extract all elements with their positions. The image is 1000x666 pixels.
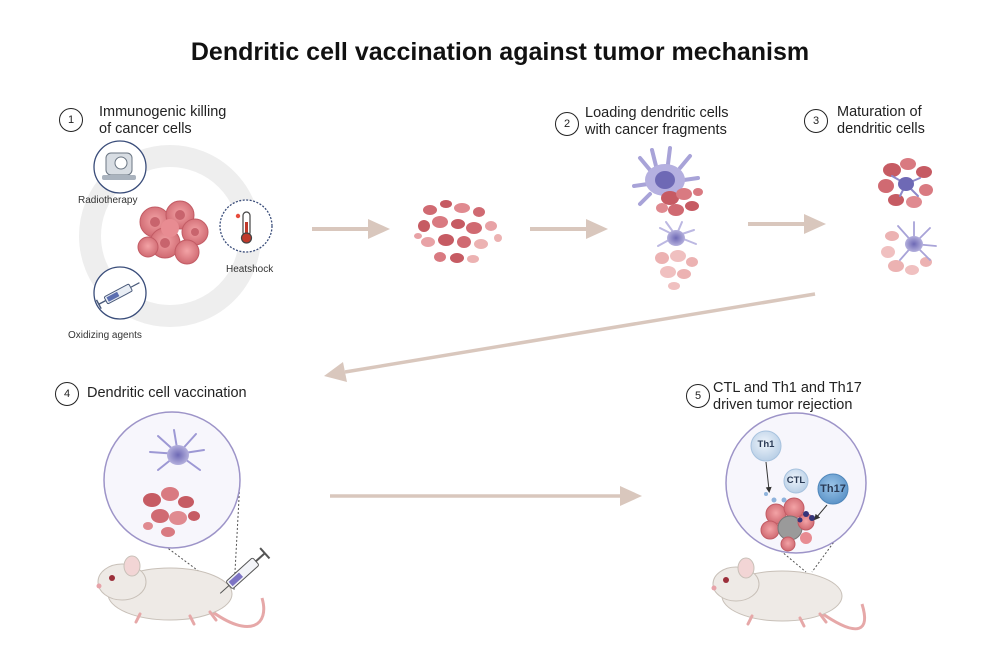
dc-loading-group	[632, 146, 703, 290]
th17-cell-icon	[817, 473, 849, 505]
radiotherapy-machine-icon	[93, 140, 147, 194]
syringe-icon	[93, 266, 147, 320]
step-5-label-line2: driven tumor rejection	[713, 397, 853, 413]
tumor-under-attack-icon	[760, 492, 815, 552]
th17-label: Th17	[820, 483, 846, 495]
flow-arrows	[312, 214, 826, 506]
step-1-label-line2: of cancer cells	[99, 121, 192, 137]
dendritic-cell-icon	[655, 221, 698, 290]
mature-dendritic-cell-light-icon	[881, 221, 937, 275]
step-1-badge: 1	[59, 108, 83, 132]
rejection-zoom-group	[725, 412, 867, 573]
step-1-label: Immunogenic killing of cancer cells	[99, 104, 226, 138]
mouse-recovered-icon	[711, 557, 867, 631]
arrow-step2-to-step3	[748, 214, 826, 234]
arrow-step4-to-step5	[330, 486, 642, 506]
step-4-badge: 4	[55, 382, 79, 406]
arrow-step3-to-step4	[324, 292, 816, 382]
step-5-label-line1: CTL and Th1 and Th17	[713, 380, 862, 396]
step-3-label: Maturation of dendritic cells	[837, 104, 925, 138]
mature-dendritic-cell-icon	[878, 158, 933, 208]
step-1-label-line1: Immunogenic killing	[99, 104, 227, 120]
tumor-cluster-icon	[137, 200, 209, 265]
dendritic-cell-loaded-icon	[632, 146, 703, 216]
step-3-badge: 3	[804, 109, 828, 133]
mouse-icon	[96, 555, 266, 628]
oxidizing-agents-label: Oxidizing agents	[68, 330, 142, 341]
step-3-label-line1: Maturation of	[837, 104, 922, 120]
killing-ring-group	[79, 140, 273, 327]
step-2-label-line1: Loading dendritic cells	[585, 105, 729, 121]
arrow-fragments-to-step2	[530, 219, 608, 239]
diagram-title: Dendritic cell vaccination against tumor…	[190, 38, 810, 66]
step-5-label: CTL and Th1 and Th17 driven tumor reject…	[713, 380, 862, 414]
step-5-badge: 5	[686, 384, 710, 408]
radiotherapy-label: Radiotherapy	[78, 195, 138, 206]
th1-label: Th1	[757, 439, 775, 450]
step-3-label-line2: dendritic cells	[837, 121, 925, 137]
zoom-circle	[103, 411, 241, 549]
thermometer-icon	[219, 199, 273, 253]
ctl-label: CTL	[786, 475, 806, 486]
step-2-badge: 2	[555, 112, 579, 136]
step-2-label-line2: with cancer fragments	[585, 122, 727, 138]
heatshock-label: Heatshock	[226, 264, 274, 275]
th1-attack-arrow	[765, 461, 772, 493]
step-2-label: Loading dendritic cells with cancer frag…	[585, 105, 728, 139]
arrow-step1-to-fragments	[312, 219, 390, 239]
ctl-cell-icon	[783, 468, 809, 494]
dc-maturation-group	[878, 158, 937, 275]
injection-syringe-icon	[219, 547, 271, 594]
step-4-label-line1: Dendritic cell vaccination	[87, 385, 247, 401]
th1-cell-icon	[750, 430, 782, 462]
tumor-fragments-vaccine-icon	[143, 487, 200, 537]
th17-attack-arrow	[814, 504, 828, 521]
cancer-fragments-icon	[414, 200, 502, 263]
step-4-label: Dendritic cell vaccination	[87, 385, 247, 402]
dendritic-cell-vaccine-icon	[149, 429, 205, 471]
